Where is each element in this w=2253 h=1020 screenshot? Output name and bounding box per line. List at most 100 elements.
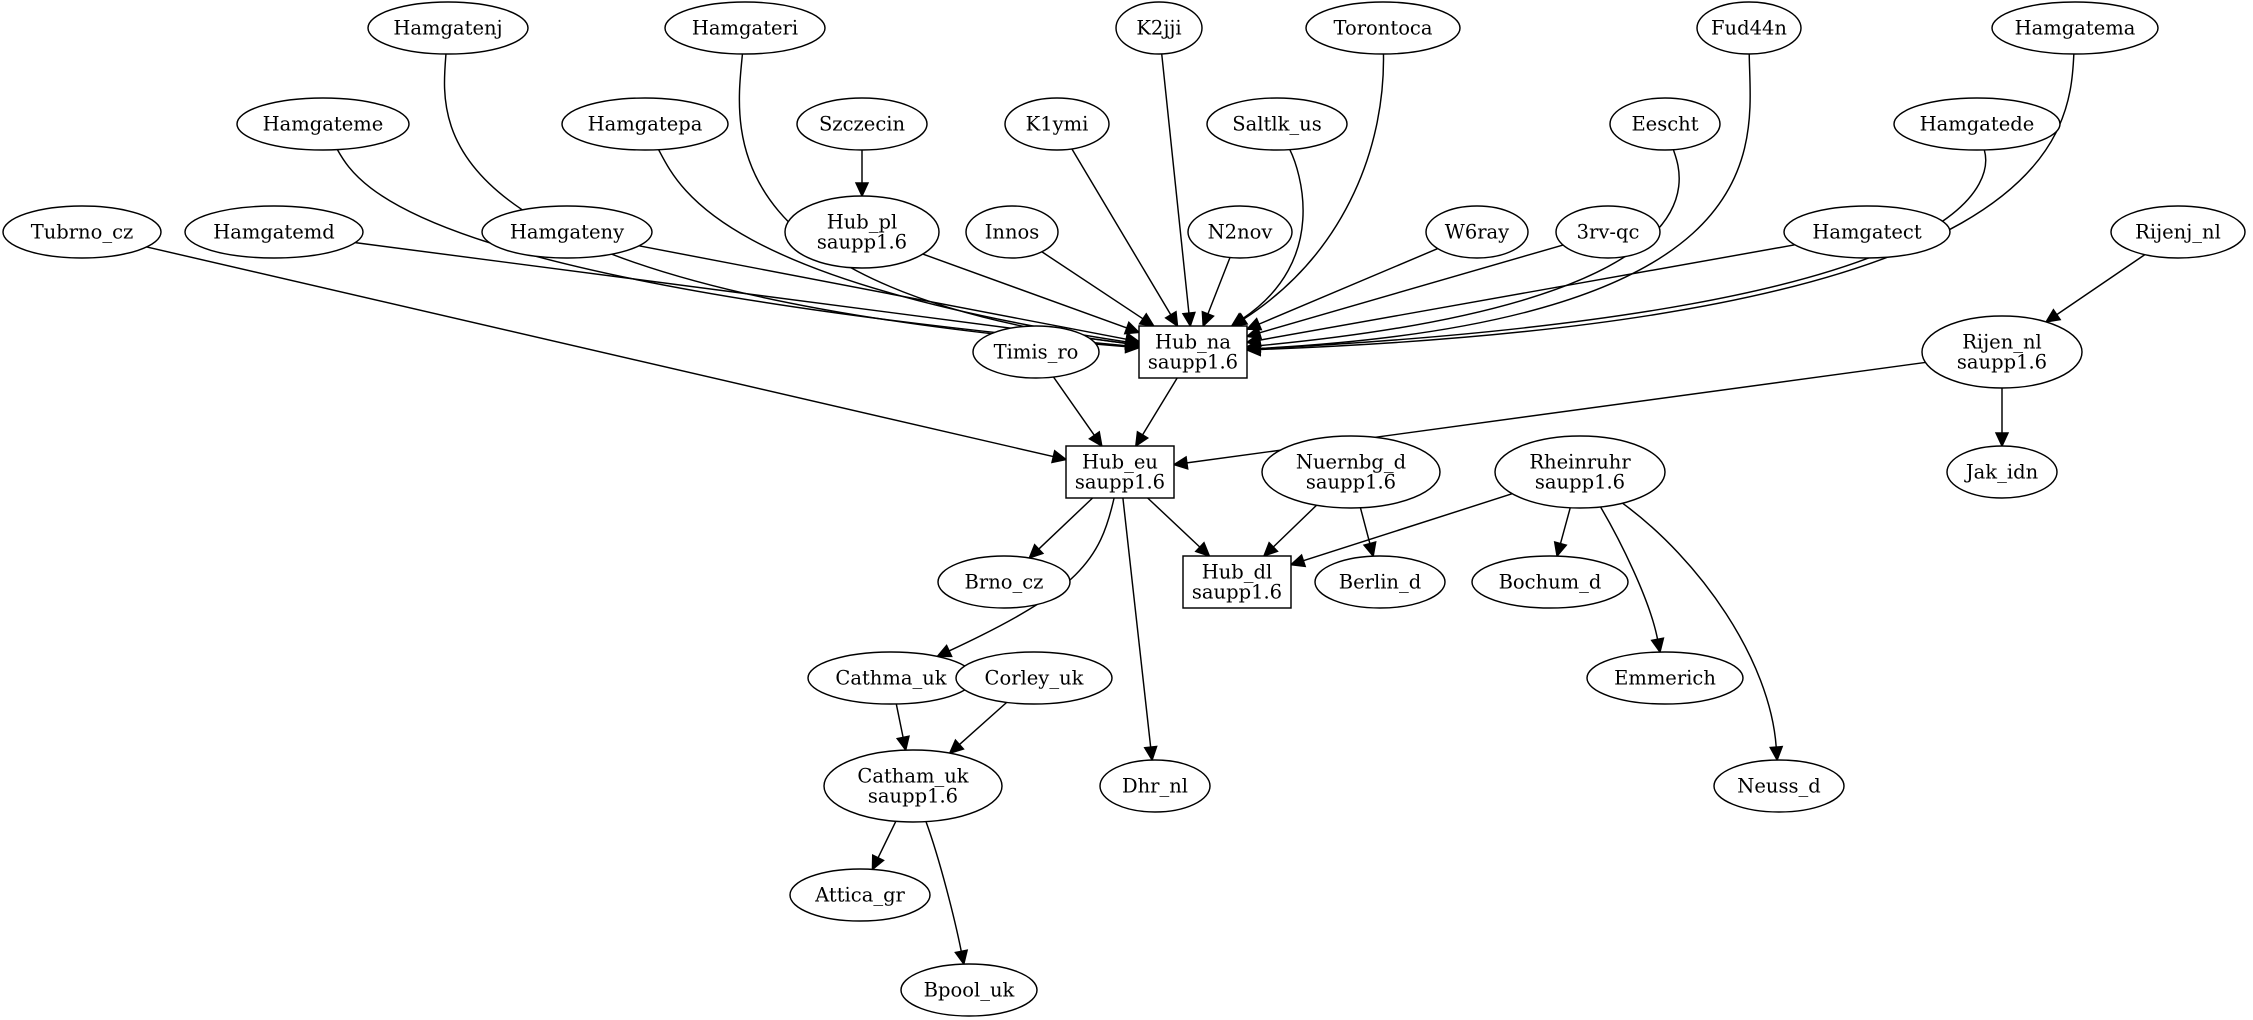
- arrow-head: [1362, 541, 1377, 558]
- edge-hub_eu-to-brno_cz: [1028, 497, 1094, 560]
- node-ellipse: [1555, 205, 1661, 259]
- node-ellipse: [1099, 759, 1211, 813]
- arrow-head: [1769, 745, 1784, 762]
- arrow-head: [1051, 449, 1068, 464]
- arrow-head: [935, 644, 953, 658]
- node-ellipse: [1004, 97, 1110, 151]
- node-corley-uk: Corley_uk: [955, 651, 1113, 705]
- node-berlin-d: Berlin_d: [1314, 555, 1446, 609]
- node-ellipse: [1893, 97, 2061, 151]
- node-ellipse: [1425, 205, 1529, 259]
- edge-hub_eu-to-cathma_uk: [935, 497, 1115, 658]
- node-fud44n: Fud44n: [1696, 1, 1802, 55]
- node-label: Hamgatect: [1812, 221, 1922, 244]
- edge-line: [336, 149, 1127, 347]
- edge-line: [146, 246, 1054, 458]
- node-innos: Innos: [965, 205, 1059, 259]
- node-ellipse: [1783, 205, 1951, 259]
- node-sublabel: saupp1.6: [1957, 351, 2047, 374]
- node-3rv-qc: 3rv-qc: [1555, 205, 1661, 259]
- node-ellipse: [1991, 1, 2159, 55]
- node-label: Attica_gr: [814, 884, 905, 907]
- node-ellipse: [784, 195, 940, 269]
- node-label: Rheinruhr: [1529, 451, 1631, 474]
- node-label: Timis_ro: [994, 341, 1079, 364]
- edge-line: [1622, 502, 1777, 748]
- node-ellipse: [955, 651, 1113, 705]
- node-ellipse: [184, 205, 364, 259]
- node-label: Hamgateny: [510, 221, 624, 244]
- node-label: Hamgateme: [263, 113, 384, 136]
- edge-line: [1272, 504, 1318, 548]
- node-label: Hub_na: [1155, 331, 1231, 354]
- node-label: Bochum_d: [1499, 571, 1602, 594]
- edge-line: [1122, 497, 1152, 748]
- node-label: Corley_uk: [985, 667, 1084, 690]
- node-torontoca: Torontoca: [1305, 1, 1461, 55]
- node-w6ray: W6ray: [1425, 205, 1529, 259]
- edge-hub_pl-to-hub_na: [922, 253, 1141, 335]
- arrow-head: [1088, 430, 1103, 448]
- edge-line: [1071, 148, 1172, 316]
- edge-line: [355, 241, 1127, 344]
- edge-timis_ro-to-hub_eu: [1052, 376, 1103, 448]
- node-label: Berlin_d: [1339, 571, 1421, 594]
- node-rijenj-nl: Rijenj_nl: [2110, 205, 2246, 259]
- node-ellipse: [1713, 759, 1845, 813]
- edge-line: [1243, 53, 1385, 320]
- node-label: Hub_pl: [827, 211, 898, 234]
- edge-line: [922, 253, 1128, 329]
- node-ellipse: [2110, 205, 2246, 259]
- node-label: Hamgatede: [1920, 113, 2035, 136]
- node-label: Hamgatepa: [588, 113, 703, 136]
- node-label: Rijen_nl: [1962, 331, 2042, 354]
- node-bpool-uk: Bpool_uk: [900, 963, 1038, 1017]
- edge-hamgatenj-to-hub_na: [443, 53, 1141, 354]
- arrow-head: [1172, 455, 1189, 470]
- edge-innos-to-hub_na: [1041, 251, 1156, 327]
- edge-line: [443, 53, 1127, 348]
- node-brno-cz: Brno_cz: [937, 555, 1071, 609]
- arrow-head: [1245, 317, 1263, 331]
- node-dhr-nl: Dhr_nl: [1099, 759, 1211, 813]
- node-label: Szczecin: [819, 113, 906, 136]
- edge-line: [1259, 53, 2075, 351]
- edge-hamgateny-to-hub_na: [638, 245, 1141, 347]
- edge-line: [1052, 376, 1095, 436]
- edge-line: [1259, 244, 1795, 341]
- arrow-head: [1201, 310, 1215, 328]
- node-label: W6ray: [1445, 221, 1509, 244]
- node-sublabel: saupp1.6: [1192, 581, 1282, 604]
- arrow-head: [1230, 312, 1248, 327]
- node-label: Innos: [985, 221, 1040, 244]
- node-label: Hub_eu: [1082, 451, 1158, 474]
- node-eescht: Eescht: [1609, 97, 1721, 151]
- edge-line: [1038, 497, 1094, 550]
- node-label: K2jji: [1136, 17, 1181, 40]
- edge-tubrno_cz-to-hub_eu: [146, 246, 1068, 464]
- node-box: [1065, 445, 1175, 499]
- edge-saltlk_us-to-hub_na: [1230, 149, 1304, 327]
- node-ellipse: [2, 205, 162, 259]
- node-box: [1182, 555, 1292, 609]
- edge-line: [948, 497, 1115, 652]
- node-ellipse: [1946, 445, 2058, 499]
- node-ellipse: [1471, 555, 1629, 609]
- edge-line: [1599, 506, 1659, 640]
- node-ellipse: [561, 97, 729, 151]
- arrow-head: [2044, 308, 2062, 323]
- arrow-head: [1143, 745, 1158, 762]
- node-szczecin: Szczecin: [796, 97, 928, 151]
- node-hamgatenj: Hamgatenj: [367, 1, 529, 55]
- node-hamgatema: Hamgatema: [1991, 1, 2159, 55]
- node-label: Neuss_d: [1737, 775, 1820, 798]
- node-ellipse: [1586, 651, 1744, 705]
- node-label: Brno_cz: [965, 571, 1044, 594]
- node-ellipse: [1921, 315, 2083, 389]
- node-sublabel: saupp1.6: [1306, 471, 1396, 494]
- edge-line: [1559, 507, 1571, 544]
